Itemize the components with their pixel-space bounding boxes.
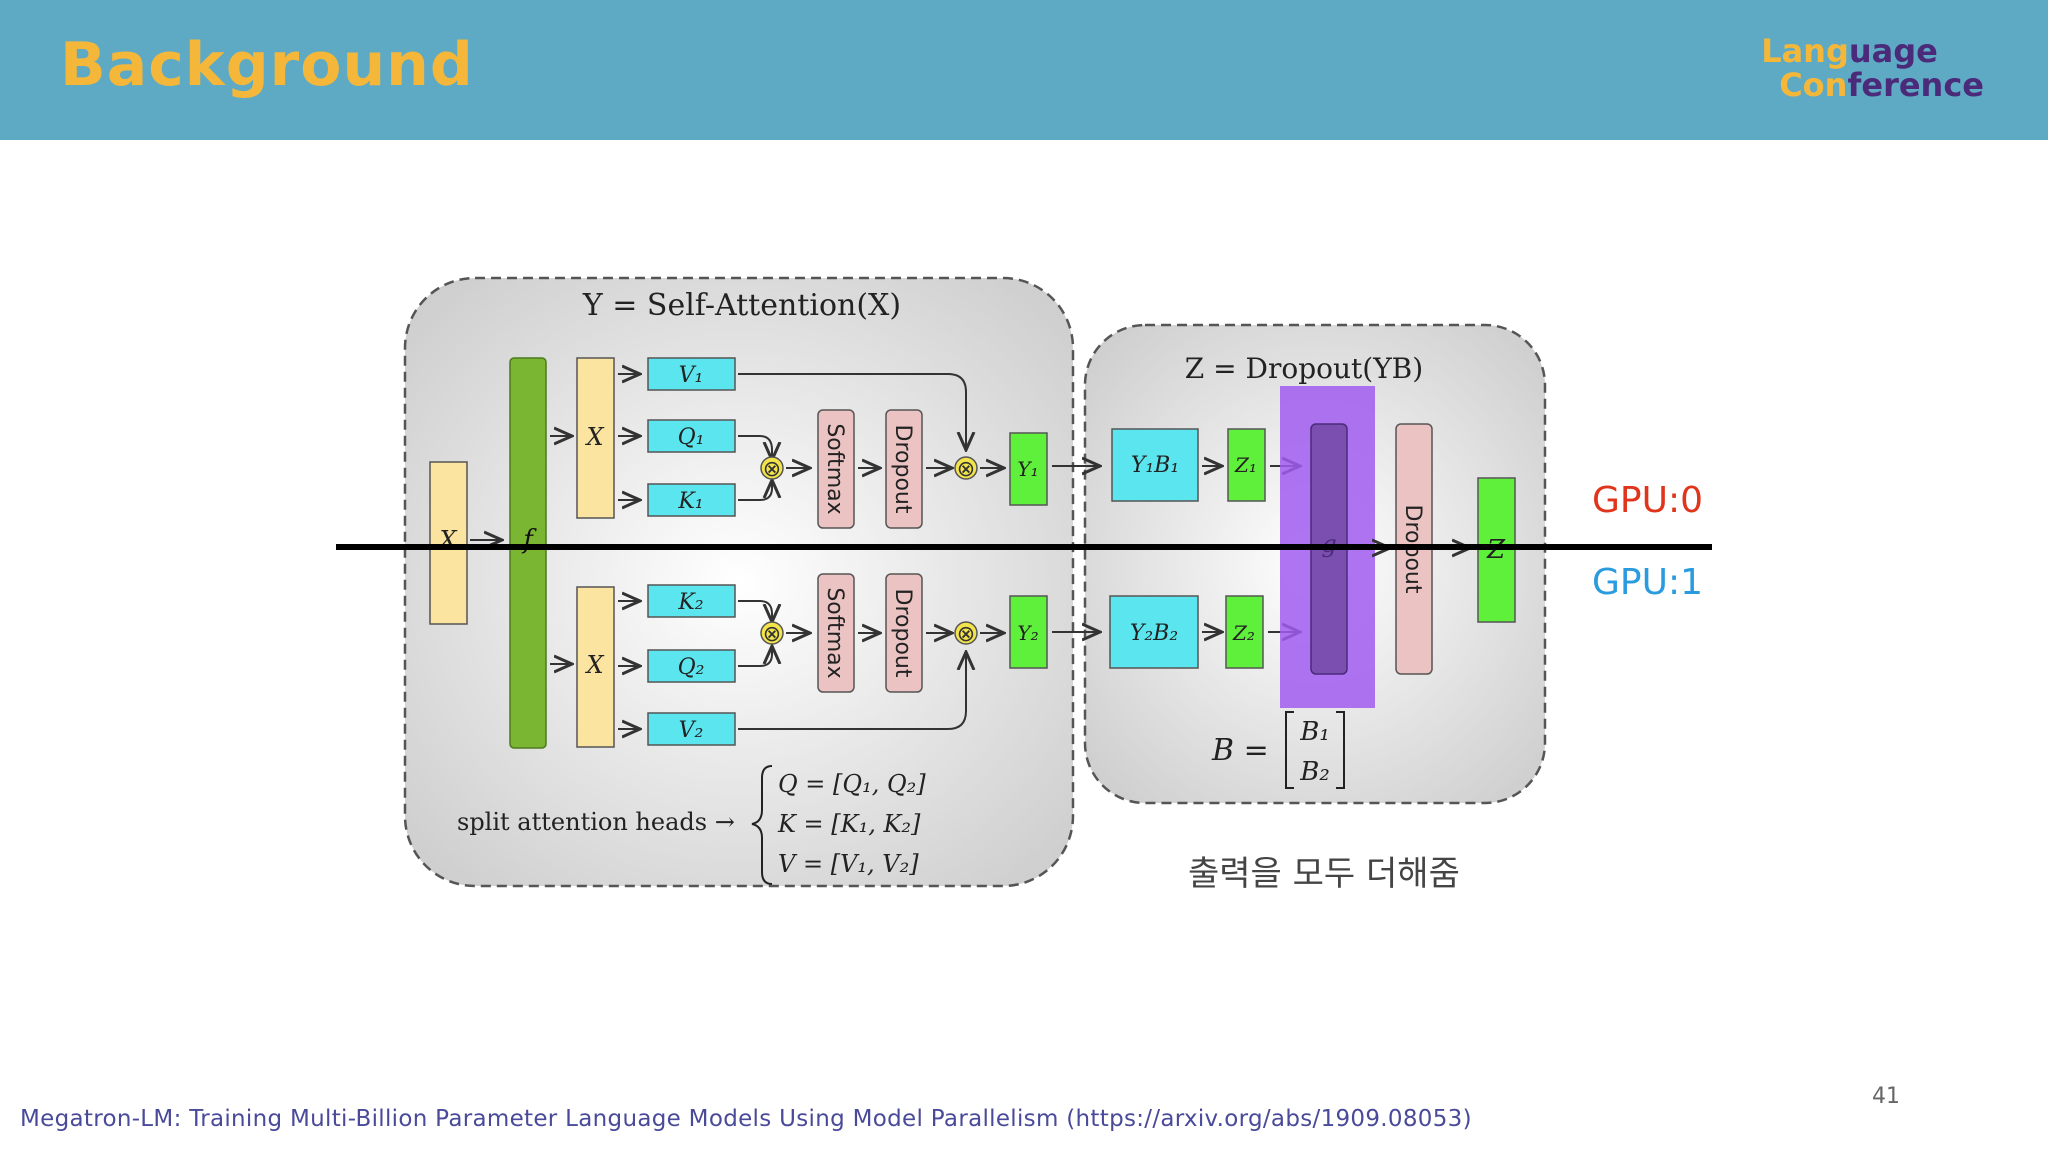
self-attention-panel xyxy=(403,276,1075,888)
multiply-symbol-bottom-1: ⊗ xyxy=(763,622,781,647)
q2-box xyxy=(647,649,736,683)
dropout-bottom-label: Dropout xyxy=(890,589,915,678)
dropout-bottom-box xyxy=(885,573,923,693)
eq-v: V = [V₁, V₂] xyxy=(778,850,919,878)
k1-box xyxy=(647,483,736,517)
b-matrix-b2: B₂ xyxy=(1299,757,1330,787)
citation: Megatron-LM: Training Multi-Billion Para… xyxy=(20,1106,1472,1132)
page-number: 41 xyxy=(1872,1084,1900,1109)
dropout-top-label: Dropout xyxy=(890,425,915,514)
gpu1-label: GPU:1 xyxy=(1592,562,1703,603)
multiply-node-top-2 xyxy=(954,456,978,480)
z2-label: Z₂ xyxy=(1232,621,1255,645)
softmax-bottom-label: Softmax xyxy=(822,587,847,678)
b-matrix-b1: B₁ xyxy=(1299,717,1330,747)
k2-to-mult-path xyxy=(738,600,772,622)
logo-text-ference: ference xyxy=(1847,66,1984,104)
softmax-top-label: Softmax xyxy=(822,423,847,514)
v1-box xyxy=(647,357,736,391)
q2-label: Q₂ xyxy=(678,655,705,680)
eq-q: Q = [Q₁, Q₂] xyxy=(778,770,926,798)
v2-label: V₂ xyxy=(679,718,704,743)
y1-box xyxy=(1009,432,1048,506)
multiply-node-bottom-2 xyxy=(954,621,978,645)
k2-label: K₂ xyxy=(677,590,703,615)
logo-line-1: Language xyxy=(1761,34,1984,68)
dropout-title: Z = Dropout(YB) xyxy=(1185,352,1423,385)
conference-logo: Language Conference xyxy=(1761,34,1984,102)
y2b2-label: Y₂B₂ xyxy=(1130,621,1178,646)
y2-label: Y₂ xyxy=(1017,621,1038,645)
b-matrix-right-bracket xyxy=(1336,711,1345,789)
v2-to-mult-path xyxy=(738,652,966,730)
eq-k: K = [K₁, K₂] xyxy=(777,810,921,838)
v2-box xyxy=(647,712,736,746)
v1-to-mult-path xyxy=(738,373,966,450)
x-top-label: X xyxy=(584,423,604,451)
multiply-symbol-bottom-2: ⊗ xyxy=(957,622,975,647)
x-bottom-label: X xyxy=(584,651,604,679)
logo-text-uage: uage xyxy=(1848,32,1938,70)
k1-to-mult-path xyxy=(738,480,772,501)
z1-box xyxy=(1227,428,1266,502)
z1-label: Z₁ xyxy=(1234,453,1257,477)
q1-label: Q₁ xyxy=(678,425,705,450)
v1-label: V₁ xyxy=(679,363,704,388)
y1-label: Y₁ xyxy=(1017,457,1038,481)
multiply-symbol-top-2: ⊗ xyxy=(957,457,975,482)
input-x-box xyxy=(429,461,468,625)
gpu0-label: GPU:0 xyxy=(1592,480,1703,521)
y1b1-label: Y₁B₁ xyxy=(1131,453,1179,478)
y2-box xyxy=(1009,595,1048,669)
split-f-bar xyxy=(509,357,547,749)
slide-title: Background xyxy=(60,30,474,100)
softmax-top-box xyxy=(817,409,855,529)
attention-title: Y = Self-Attention(X) xyxy=(582,288,901,323)
b-matrix-lhs: B = xyxy=(1211,733,1269,768)
k1-label: K₁ xyxy=(677,489,703,514)
softmax-bottom-box xyxy=(817,573,855,693)
logo-line-2: Conference xyxy=(1761,68,1984,102)
y1b1-box xyxy=(1111,428,1199,502)
logo-text-lang: Lang xyxy=(1761,32,1849,70)
dropout-top-box xyxy=(885,409,923,529)
y2b2-box xyxy=(1109,595,1199,669)
x-top-box xyxy=(576,357,615,519)
sum-outputs-note: 출력을 모두 더해줌 xyxy=(1188,854,1460,894)
q2-to-mult-path xyxy=(738,646,772,667)
x-bottom-box xyxy=(576,586,615,748)
b-matrix-left-bracket xyxy=(1285,711,1294,789)
q1-to-mult-path xyxy=(738,435,772,460)
z2-box xyxy=(1225,595,1264,669)
multiply-node-bottom-1 xyxy=(760,621,784,645)
split-heads-brace xyxy=(751,765,773,885)
k2-box xyxy=(647,584,736,618)
multiply-symbol-top-1: ⊗ xyxy=(763,457,781,482)
q1-box xyxy=(647,419,736,453)
slide-header: Background Language Conference xyxy=(0,0,2048,140)
logo-text-con: Con xyxy=(1779,66,1848,104)
multiply-node-top-1 xyxy=(760,456,784,480)
split-heads-label: split attention heads → xyxy=(457,808,735,836)
